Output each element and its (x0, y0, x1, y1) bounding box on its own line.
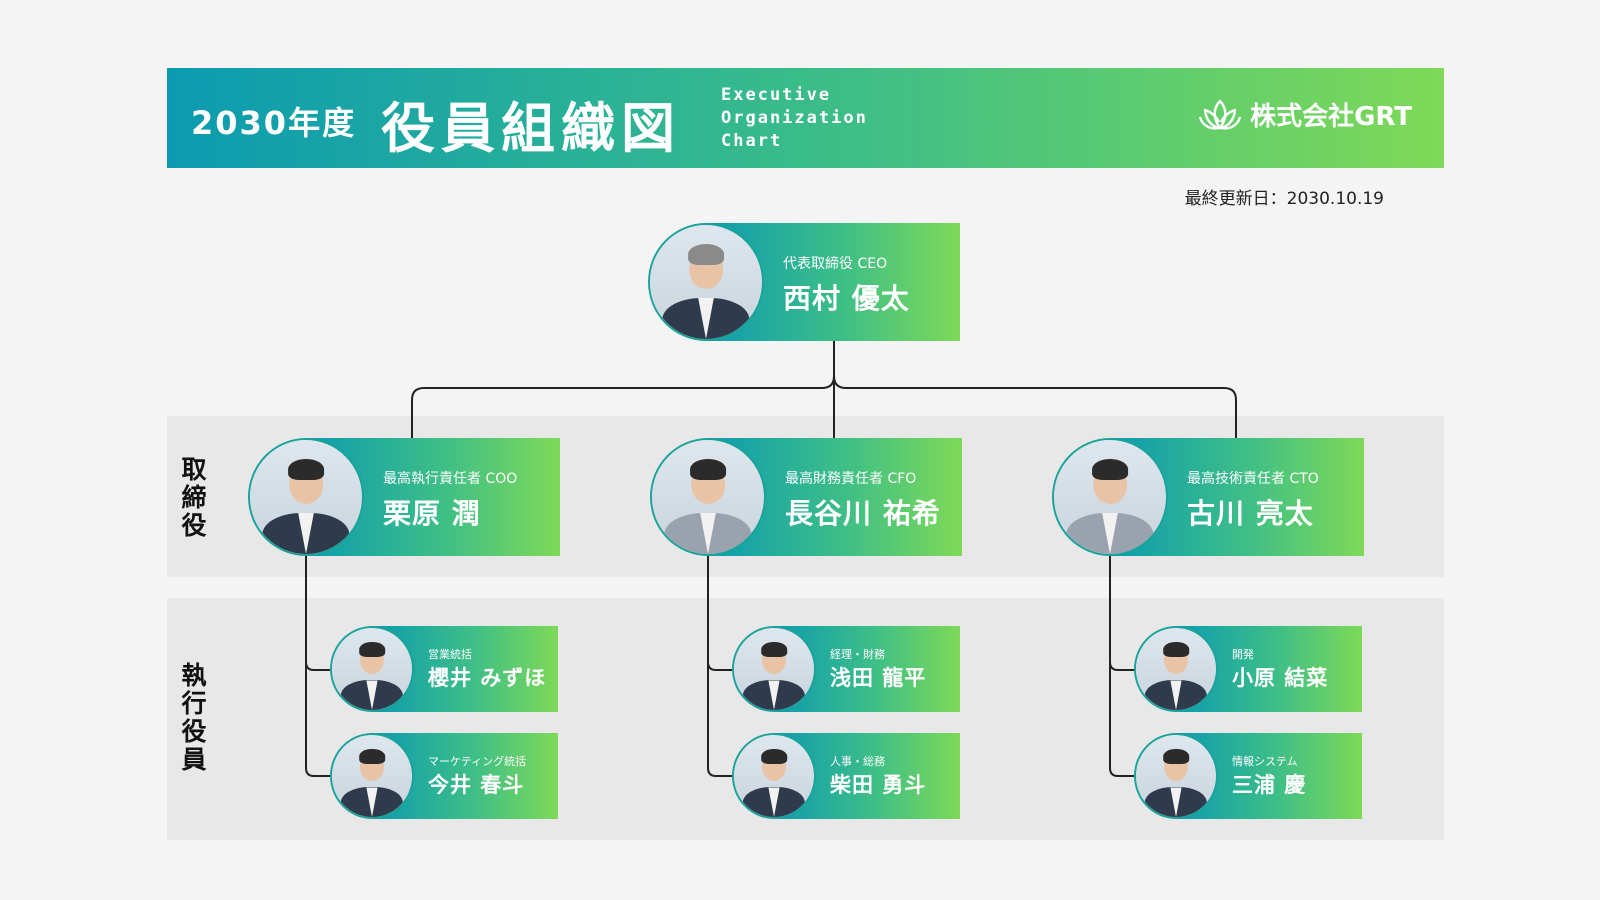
subtitle-line: Executive (721, 85, 832, 105)
card-role: 営業統括 (428, 648, 472, 661)
cfo-branch-upper (707, 661, 732, 671)
card-role: マーケティング統括 (428, 755, 527, 768)
card-name: 栗原 潤 (383, 497, 481, 530)
card-name: 櫻井 みずほ (428, 666, 547, 690)
coo-branch (305, 552, 330, 777)
exec-card-development: 開発 小原 結菜 (1134, 626, 1362, 712)
lotus-icon (1198, 99, 1242, 130)
exec-card-sales: 営業統括 櫻井 みずほ (330, 626, 558, 712)
ceo-card: 代表取締役 CEO 西村 優太 (648, 223, 960, 341)
exec-card-marketing: マーケティング統括 今井 春斗 (330, 733, 558, 819)
avatar (330, 626, 414, 712)
ceo-to-cto (833, 375, 1237, 438)
coo-card: 最高執行責任者 COO 栗原 潤 (248, 438, 560, 556)
card-name: 小原 結菜 (1232, 666, 1329, 690)
card-role: 最高技術責任者 CTO (1187, 471, 1319, 487)
cfo-branch (707, 552, 732, 777)
avatar (330, 733, 414, 819)
avatar (732, 733, 816, 819)
card-name: 柴田 勇斗 (830, 773, 927, 797)
avatar (732, 626, 816, 712)
coo-branch-upper (305, 661, 330, 671)
card-role: 最高執行責任者 COO (383, 471, 518, 487)
card-name: 古川 亮太 (1187, 497, 1314, 530)
exec-card-hr: 人事・総務 柴田 勇斗 (732, 733, 960, 819)
ceo-to-coo (411, 375, 835, 438)
card-role: 情報システム (1232, 755, 1298, 768)
company-name: 株式会社GRT (1250, 102, 1412, 132)
subtitle-line: Organization (721, 108, 868, 128)
company-logo: 株式会社GRT (1198, 96, 1412, 133)
executives-band-label: 執行役員 (181, 661, 207, 774)
avatar (1134, 626, 1218, 712)
cfo-card: 最高財務責任者 CFO 長谷川 祐希 (650, 438, 962, 556)
card-name: 長谷川 祐希 (785, 497, 941, 530)
avatar (1134, 733, 1218, 819)
subtitle-line: Chart (721, 131, 783, 151)
header-banner: 2030年度 役員組織図 Executive Organization Char… (167, 68, 1444, 168)
cto-branch-upper (1109, 661, 1134, 671)
last-updated: 最終更新日：2030.10.19 (1185, 184, 1384, 209)
avatar (248, 438, 364, 556)
card-role: 人事・総務 (830, 755, 885, 768)
directors-band-label: 取締役 (181, 455, 207, 540)
exec-card-it: 情報システム 三浦 慶 (1134, 733, 1362, 819)
card-name: 西村 優太 (783, 282, 910, 315)
card-role: 経理・財務 (830, 648, 885, 661)
cto-branch (1109, 552, 1134, 777)
last-updated-date: 2030.10.19 (1286, 189, 1384, 209)
avatar (1052, 438, 1168, 556)
card-role: 開発 (1232, 648, 1254, 661)
card-name: 三浦 慶 (1232, 773, 1307, 797)
english-subtitle: Executive Organization Chart (721, 84, 868, 153)
avatar (650, 438, 766, 556)
fiscal-year: 2030年度 (191, 104, 357, 142)
page-title: 役員組織図 (381, 97, 681, 160)
cto-card: 最高技術責任者 CTO 古川 亮太 (1052, 438, 1364, 556)
card-role: 代表取締役 CEO (783, 256, 888, 272)
avatar (648, 223, 764, 341)
card-name: 浅田 龍平 (830, 666, 927, 690)
exec-card-accounting: 経理・財務 浅田 龍平 (732, 626, 960, 712)
card-role: 最高財務責任者 CFO (785, 471, 917, 487)
card-name: 今井 春斗 (428, 773, 525, 797)
last-updated-label: 最終更新日： (1184, 189, 1287, 209)
